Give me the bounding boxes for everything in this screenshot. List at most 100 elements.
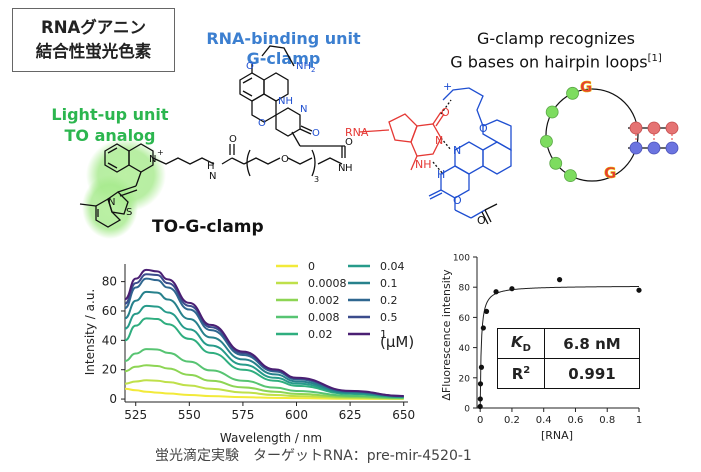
legend-label: 0 [308,260,315,273]
h-atom: H [207,161,215,172]
titration-point [556,277,563,283]
spectrum-line [124,304,404,398]
title-line-1: RNAグアニン [41,18,146,37]
kd-label: K [511,333,523,351]
g-clamp-atoms: O NH2 NH O N O [246,61,320,139]
subscript-3: 3 [314,175,319,184]
kd-row: KD 6.8 nM [497,328,640,359]
o-amide-2: O [345,137,353,148]
n-amide-2: N [338,163,345,174]
r2-row: R2 0.991 [497,358,640,389]
loop-bead [549,156,563,170]
title-line-2: 結合性蛍光色素 [35,42,152,61]
rna-binding-label: RNA-binding unit G-clamp [196,29,371,69]
r2-label: R [511,364,524,383]
loop-bead [564,169,577,183]
titration-points [477,277,642,410]
spectrum-y-tick-label: 20 [102,363,117,377]
loop-bead [540,135,553,148]
rna-prefix: RNA [345,126,369,139]
h-complex: H [437,168,445,181]
spectrum-line [124,364,404,400]
o-complex: O [453,194,462,207]
nh2-text: NH [296,61,311,72]
spectrum-xlabel: Wavelength / nm [220,431,322,445]
hbonds [432,99,452,175]
rna-binding-line-2: G-clamp [246,49,321,68]
o-complex-ether: O [479,122,488,135]
s-atom: S [126,207,132,218]
hairpin-loop [545,88,639,182]
legend-label: 0.04 [380,260,405,273]
titration-point [480,325,486,331]
to-g-clamp-structure: N + S N H N O O 3 N H O O NH2 NH O N O [79,45,353,239]
titration-point [509,286,515,292]
o-amide: O [229,134,237,145]
n-ring: N [300,104,307,115]
stem-bead-blue [665,141,679,155]
kd-sub: D [522,343,531,354]
spectrum-x-tick-label: 600 [285,408,308,422]
legend-unit: (μM) [380,333,414,351]
spectrum-line [124,317,404,399]
o-complex-tail: O [477,214,486,227]
recognition-ref: [1] [647,53,662,64]
legend-label: 0.008 [308,311,340,324]
spectrum-line [124,379,404,400]
stem-bead-red [647,121,661,135]
nh-ring: NH [278,96,293,107]
lightup-line-1: Light-up unit [51,105,169,124]
titration-x-tick-label: 0 [477,415,483,426]
r2-label-cell: R2 [497,358,545,389]
recognition-line-2: G bases on hairpin loops[1] [440,49,672,72]
nh2-label: NH2 [296,61,315,74]
recognition-label: G-clamp recognizes G bases on hairpin lo… [440,29,672,72]
titration-y-tick-label: 20 [459,374,471,384]
titration-y-tick-label: 100 [453,254,470,264]
titration-y-tick-label: 40 [459,344,471,354]
compound-name: TO-G-clamp [152,217,264,237]
stem-bead-blue [629,141,643,155]
titration-x-tick-label: 0.6 [568,415,584,426]
nplus-complex: + [443,80,452,93]
titration-x-tick-label: 0.4 [536,415,552,426]
titration-y-tick-label: 80 [459,284,471,294]
complex-atoms: RNA O N NH + N H O O O [345,80,488,227]
g-label-top: G [580,78,592,96]
to-atoms: N + S N H N O O 3 N H O [108,134,353,218]
titration-point [483,308,490,314]
titration-y-tick-label: 0 [464,405,470,415]
complex-tail [481,203,498,225]
spectrum-line [124,348,404,399]
spectrum-x-tick-label: 650 [392,408,415,422]
hairpin-diagram: G G [540,78,679,183]
gclamp-complex: RNA O N NH + N H O O O [345,80,512,227]
spectrum-x-tick-label: 575 [231,408,254,422]
o-ring: O [258,118,266,129]
spectrum-series [124,268,404,400]
loop-bead [545,105,559,119]
h-amide-2: H [345,163,353,174]
stem-bead-blue [647,141,661,155]
titration-point [636,287,642,293]
spectrum-x-tick-label: 625 [339,408,362,422]
gclamp-skeleton [428,87,512,219]
titration-ylabel: ΔFluorescence intensity [440,269,453,401]
spectrum-ylabel: Intensity / a.u. [83,289,97,376]
legend-label: 0.002 [308,294,340,307]
titration-point [478,364,485,370]
nh2-guanine: NH [415,158,432,171]
legend-label: 0.5 [380,311,398,324]
n-complex: N [453,144,461,157]
spectrum-x-tick-label: 525 [124,408,147,422]
r2-sup: 2 [523,364,531,376]
hairpin-beads [540,86,679,183]
titration-point [477,381,484,387]
r2-value: 0.991 [544,358,640,389]
caption: 蛍光滴定実験 ターゲットRNA：pre-mir-4520-1 [155,448,472,464]
to-skeleton [79,45,346,228]
